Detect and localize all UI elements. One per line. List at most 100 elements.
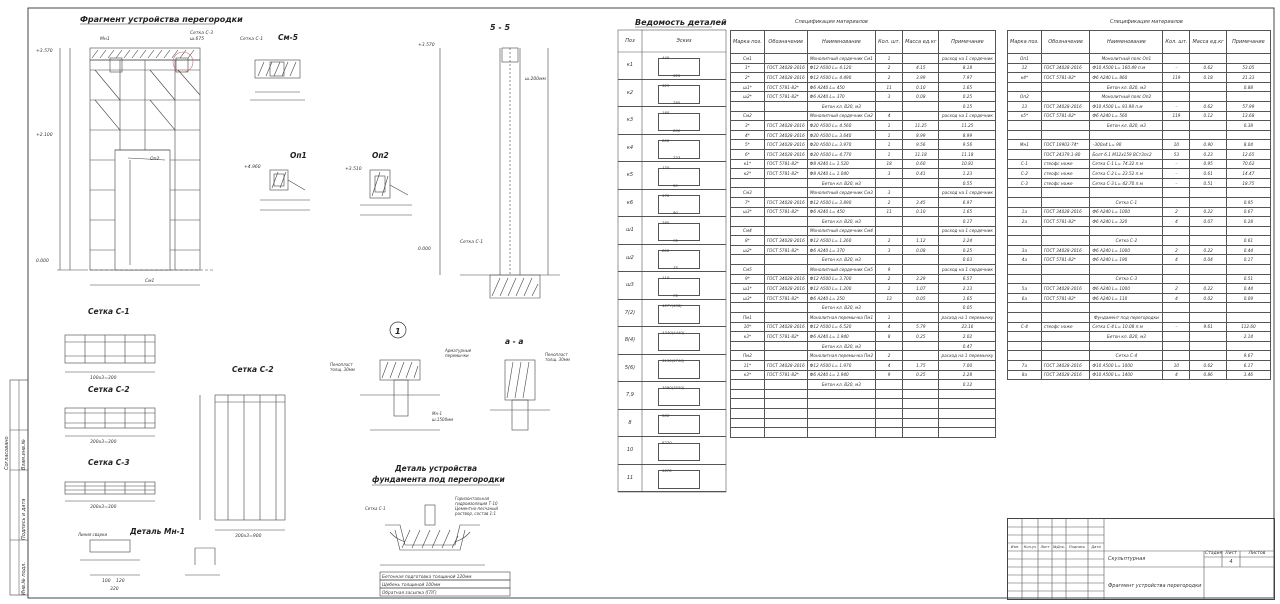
spec1-cell: 4* <box>730 129 765 141</box>
spec1-cell <box>763 302 808 314</box>
spec1-cell <box>730 340 765 352</box>
spec1-cell <box>806 407 877 419</box>
spec1-cell: 2.13 <box>938 283 997 294</box>
vedomost-row: 5(6)3130(5710) <box>618 355 726 382</box>
vedomost-row: 8(4)4340(4440) <box>618 327 726 355</box>
spec2-row <box>1007 129 1272 141</box>
spec1-cell <box>806 417 877 429</box>
spec1-cell: ГОСТ 34028-2016 <box>763 235 808 246</box>
spec2-cell: Ф6 А240 L= 320 <box>1089 216 1164 227</box>
vedomost-pos: к3 <box>626 117 634 124</box>
spec2-cell: Монолитный пояс Оп2 <box>1089 91 1164 102</box>
spec2-cell: С-3 <box>1007 177 1042 189</box>
spec1-cell: 3 <box>875 168 904 179</box>
spec2-cell <box>1189 196 1227 208</box>
setka-c2-title: Сетка С-2 <box>88 385 130 394</box>
spec2-cell: 0.95 <box>1225 196 1272 208</box>
spec2-cell: 0.38 <box>1225 120 1272 131</box>
spec2-cell: 0.22 <box>1189 206 1227 218</box>
spec1-cell: ш1* <box>730 283 765 294</box>
spec2-cell: 0.51 <box>1225 273 1272 285</box>
spec1-cell <box>763 417 808 429</box>
spec1-cell: Ф8 А240 L= 1.520 <box>806 158 877 170</box>
spec1-cell: ГОСТ 5781-82* <box>763 331 808 342</box>
on1-title: Оп1 <box>290 151 307 160</box>
spec1-cell: ГОСТ 5781-82* <box>763 81 808 93</box>
spec2-cell: 0.18 <box>1189 72 1227 83</box>
spec2-cell <box>1162 196 1191 208</box>
spec2-cell <box>1040 91 1091 102</box>
spec1-cell: Монолитный сердечник См3 <box>806 187 877 198</box>
spec1-cell <box>763 407 808 419</box>
spec2-cell <box>1162 187 1191 198</box>
spec2-cell: 8.04 <box>1225 139 1272 150</box>
spec2-cell: к5* <box>1007 110 1042 122</box>
spec1-cell: 6* <box>730 148 765 160</box>
vedomost-pos: 8 <box>628 419 632 426</box>
spec1-cell: 1 <box>875 120 904 131</box>
setka-c3-title: Сетка С-3 <box>88 458 130 467</box>
spec1-cell <box>730 398 765 409</box>
spec1-cell: Ф8 А240 L= 1.040 <box>806 168 877 179</box>
setka-c1-title: Сетка С-1 <box>88 307 130 316</box>
spec1-cell: к2* <box>730 168 765 179</box>
spec1-cell: 1 <box>875 139 904 150</box>
spec1-cell <box>730 388 765 400</box>
vedomost-sketch <box>658 305 700 324</box>
spec2-cell: 6.17 <box>1225 360 1272 371</box>
stamp-agreed: Согласовано <box>4 436 10 470</box>
spec2-cell: 0.09 <box>1225 292 1272 304</box>
spec2-cell: 0.95 <box>1189 158 1227 170</box>
stamp-sheet-v: 4 <box>1229 559 1233 565</box>
spec2-cell <box>1189 81 1227 93</box>
spec2-cell <box>1162 264 1191 275</box>
spec1-cell: 9.56 <box>938 139 997 150</box>
setka-c2-big-title: Сетка С-2 <box>232 365 274 374</box>
setka-c1-dim: 100x3=300 <box>90 375 117 381</box>
spec2-cell: 0.12 <box>1189 110 1227 122</box>
vedomost-dim2: 90 <box>673 210 678 216</box>
spec1-header-cell: Наименование <box>806 30 877 54</box>
vedomost-dim2: 285 <box>673 100 681 106</box>
node1-mn: Мн-1 <box>432 411 442 416</box>
spec2-cell: стеофс ноже <box>1040 168 1091 179</box>
spec1-cell <box>806 388 877 400</box>
spec2-cell: 70.62 <box>1225 158 1272 170</box>
vedomost-pos: к1 <box>626 62 634 69</box>
spec1-cell <box>730 302 765 314</box>
spec1-cell <box>730 417 765 429</box>
spec2-cell: ГОСТ 5781-82* <box>1040 110 1091 122</box>
vedomost-sketch <box>658 57 700 76</box>
spec1-cell: расход на 1 сердечник <box>938 264 997 275</box>
spec2-cell <box>1162 53 1191 64</box>
vedomost-dim2: 223 <box>673 155 681 161</box>
spec2-cell: 5а <box>1007 283 1042 294</box>
vedomost-pos: 10 <box>626 447 634 454</box>
setka-c3-drawing <box>64 481 156 502</box>
label-55-setka: Сетка С-1 <box>460 239 483 245</box>
spec2-row <box>1007 302 1272 314</box>
spec2-cell <box>1040 312 1091 323</box>
spec1-cell: 1.75 <box>902 360 940 371</box>
vedomost-pos: к6 <box>626 199 634 206</box>
section-55-title: 5 - 5 <box>490 23 510 32</box>
spec1-cell: 4 <box>875 360 904 371</box>
spec1-cell: 1.65 <box>938 292 997 304</box>
spec1-cell <box>730 379 765 390</box>
spec2-cell: – <box>1162 158 1191 170</box>
stamp-name1: Скульптурная <box>1108 556 1146 562</box>
stamp-stage-h: Стадия <box>1205 551 1223 556</box>
spec1-cell: ГОСТ 34028-2016 <box>763 360 808 371</box>
spec1-cell: ш2* <box>730 244 765 256</box>
spec2-cell <box>1162 129 1191 141</box>
cm5-setka: Сетка С-1 <box>240 36 263 42</box>
